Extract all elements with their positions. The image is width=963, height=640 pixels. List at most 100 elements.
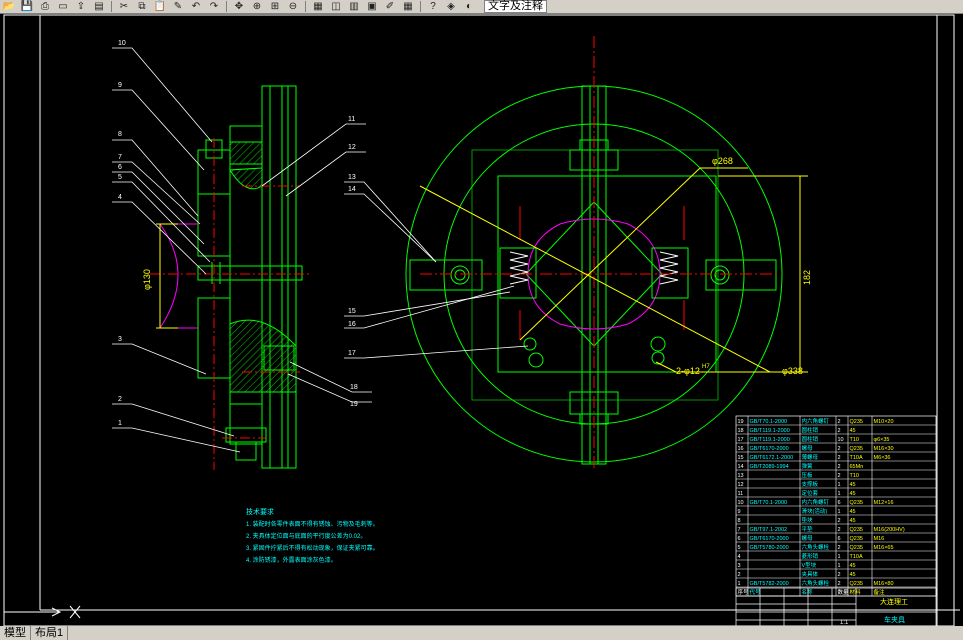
properties-icon[interactable]: ▦ <box>313 1 323 12</box>
bom-cell: 垫块 <box>802 516 814 524</box>
callout-13: 13 <box>348 174 356 181</box>
title-block <box>735 587 937 627</box>
bom-cell: 10 <box>838 437 844 443</box>
bom-cell: 定位套 <box>802 489 819 497</box>
bom-cell: 65Mn <box>850 464 864 470</box>
bom-cell: GB/T70.1-2000 <box>750 419 788 425</box>
callout-14: 14 <box>348 186 356 193</box>
callout-1: 1 <box>118 420 122 427</box>
bom-cell: 45 <box>850 509 856 515</box>
redo-icon[interactable]: ↷ <box>209 1 219 12</box>
bom-cell: 螺母 <box>802 534 814 542</box>
ucs-icon <box>4 605 81 619</box>
drawing-canvas[interactable]: φ130 10 9 8 7 6 5 4 3 2 1 11 12 18 19 <box>0 14 963 627</box>
preview-icon[interactable]: ▭ <box>58 1 68 12</box>
toolpalettes-icon[interactable]: ▥ <box>349 1 359 12</box>
bom-cell: M16×65 <box>874 545 894 551</box>
zoom-realtime-icon[interactable]: ⊕ <box>252 1 262 12</box>
front-view <box>405 36 808 470</box>
bom-cell: T10A <box>850 554 863 560</box>
bom-cell: 6 <box>838 536 841 542</box>
bom-cell: 1 <box>838 491 841 497</box>
bom-cell: 菱形销 <box>802 552 819 560</box>
bom-cell: 1 <box>838 554 841 560</box>
bom-cell: 45 <box>850 428 856 434</box>
bom-cell: 内六角螺钉 <box>802 498 830 506</box>
bom-cell: 15 <box>738 455 744 461</box>
layout-tabs: 模型 布局1 <box>0 626 963 640</box>
dim-d268: φ268 <box>712 156 733 166</box>
bom-cell: 17 <box>738 437 744 443</box>
bom-cell: Q235 <box>850 446 863 452</box>
bom-cell: 圆柱销 <box>802 435 819 443</box>
bom-cell: 6 <box>738 536 741 542</box>
callout-12: 12 <box>348 144 356 151</box>
zoom-previous-icon[interactable]: ⊖ <box>288 1 298 12</box>
bom-cell: 压板 <box>802 471 814 479</box>
bom-cell: 2 <box>838 545 841 551</box>
bom-cell: Q235 <box>850 419 863 425</box>
cut-icon[interactable]: ✂ <box>119 1 129 12</box>
bom-cell: 10 <box>738 500 744 506</box>
callouts-left: 10 9 8 7 6 5 4 3 2 1 11 12 18 19 <box>118 40 358 427</box>
bom-cell: Q235 <box>850 527 863 533</box>
bom-cell: M16 <box>874 536 885 542</box>
callout-17: 17 <box>348 350 356 357</box>
callout-8: 8 <box>118 131 122 138</box>
copy-icon[interactable]: ⧉ <box>138 1 146 12</box>
bom-cell: GB/T6172.1-2000 <box>750 455 794 461</box>
layer-dropdown[interactable]: 文字及注释 <box>484 0 547 13</box>
bom-cell: T10 <box>850 473 859 479</box>
calc-icon[interactable]: ▦ <box>403 1 413 12</box>
designcenter-icon[interactable]: ◫ <box>331 1 341 12</box>
print-icon[interactable]: ⎙ <box>41 1 49 12</box>
tab-layout1[interactable]: 布局1 <box>31 626 69 640</box>
callout-16: 16 <box>348 321 356 328</box>
title-drawing-name: 车夹具 <box>884 615 905 624</box>
dim-holes-tol: H7 <box>702 364 710 370</box>
leader-lines-right <box>344 181 529 359</box>
bom-cell: 45 <box>850 563 856 569</box>
bom-cell: GB/T5780-2000 <box>750 545 789 551</box>
callout-7: 7 <box>118 154 122 161</box>
bom-cell: 11 <box>738 491 744 497</box>
bom-cell: GB/T6170-2000 <box>750 536 789 542</box>
bom-cell: M16×30 <box>874 446 894 452</box>
pan-icon[interactable]: ✥ <box>234 1 244 12</box>
bom-cell: 1 <box>838 482 841 488</box>
bom-cell: 7 <box>738 527 741 533</box>
zoom-window-icon[interactable]: ⊞ <box>270 1 280 12</box>
sheetset-icon[interactable]: ▣ <box>367 1 377 12</box>
matchprop-icon[interactable]: ✎ <box>173 1 183 12</box>
markup-icon[interactable]: ✐ <box>385 1 395 12</box>
note-2: 2. 夹具体定位面与底面的平行度公差为0.02。 <box>246 532 366 540</box>
bom-cell: 3 <box>738 563 741 569</box>
help-icon[interactable]: ? <box>430 1 436 12</box>
bom-cell: 内六角螺钉 <box>802 417 830 425</box>
standard-toolbar: 📂 💾 ⎙ ▭ ⇪ ▤ ✂ ⧉ 📋 ✎ ↶ ↷ ✥ ⊕ ⊞ ⊖ ▦ ◫ ▥ ▣ ✐ ▦? ◈ ◐ 文字及注释 <box>0 0 963 14</box>
layer-state-icon[interactable]: ◐ <box>465 1 473 12</box>
publish-icon[interactable]: ⇪ <box>76 1 86 12</box>
callout-11: 11 <box>348 116 355 123</box>
note-3: 3. 紧固件拧紧后不得有松动现象，保证夹紧可靠。 <box>246 544 379 552</box>
bom-cell: V型块 <box>802 561 817 569</box>
bom-header-cell: 数量 <box>838 588 850 596</box>
bom-cell: 2 <box>838 419 841 425</box>
undo-icon[interactable]: ↶ <box>191 1 201 12</box>
bom-cell: 2 <box>838 518 841 524</box>
bom-cell: φ6×35 <box>874 437 890 443</box>
bom-cell: 9 <box>738 509 741 515</box>
layer-manager-icon[interactable]: ◈ <box>447 1 455 12</box>
note-4: 4. 涂防锈漆，外露表面涂灰色漆。 <box>246 556 337 564</box>
bom-header-cell: 代号 <box>750 588 762 596</box>
paste-icon[interactable]: 📋 <box>153 1 167 12</box>
callouts-right: 13 14 15 16 17 <box>348 174 356 357</box>
bom-cell: 圆柱销 <box>802 426 819 434</box>
bom-cell: 45 <box>850 518 856 524</box>
bom-cell: Q235 <box>850 545 863 551</box>
save-icon[interactable]: 💾 <box>20 1 34 12</box>
tab-model[interactable]: 模型 <box>0 626 31 640</box>
bom-cell: 2 <box>838 473 841 479</box>
plot-icon[interactable]: ▤ <box>94 1 104 12</box>
open-icon[interactable]: 📂 <box>2 1 16 12</box>
